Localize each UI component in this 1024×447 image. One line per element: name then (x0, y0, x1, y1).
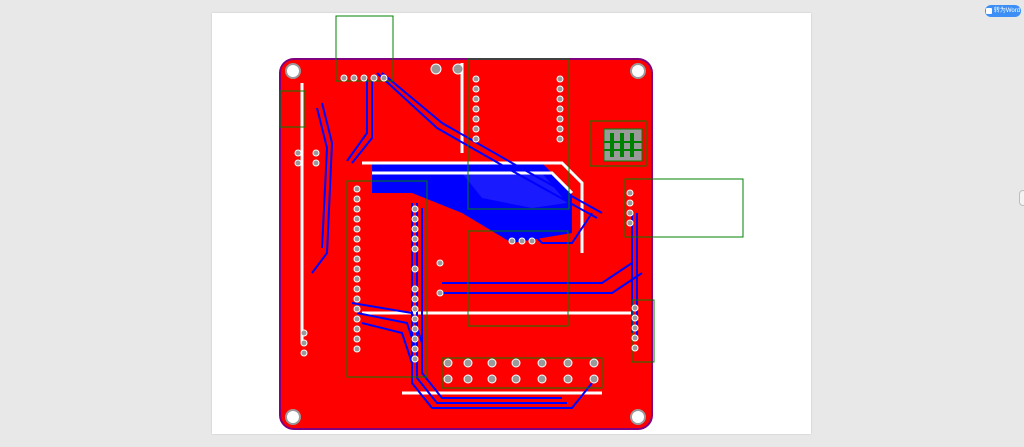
display-outline (624, 178, 744, 238)
word-icon (985, 8, 992, 14)
convert-to-word-label: 转为Word (993, 8, 1021, 14)
scroll-handle[interactable] (1019, 190, 1024, 206)
module-outline (467, 58, 570, 210)
document-page (212, 13, 811, 434)
pcb-layout-image (279, 15, 744, 430)
regulator-outline (279, 90, 306, 128)
sensor-outline (467, 230, 569, 327)
trace-network-blue (311, 72, 643, 409)
mounting-holes (285, 63, 646, 425)
component-outlines (279, 15, 744, 389)
component-pads (294, 63, 639, 384)
connector-outline (631, 299, 655, 363)
convert-to-word-button[interactable]: 转为Word (985, 5, 1021, 17)
pcb-board (279, 58, 653, 430)
header-outline (589, 120, 647, 167)
button-row-outline (441, 357, 603, 389)
mcu-outline (346, 180, 428, 378)
